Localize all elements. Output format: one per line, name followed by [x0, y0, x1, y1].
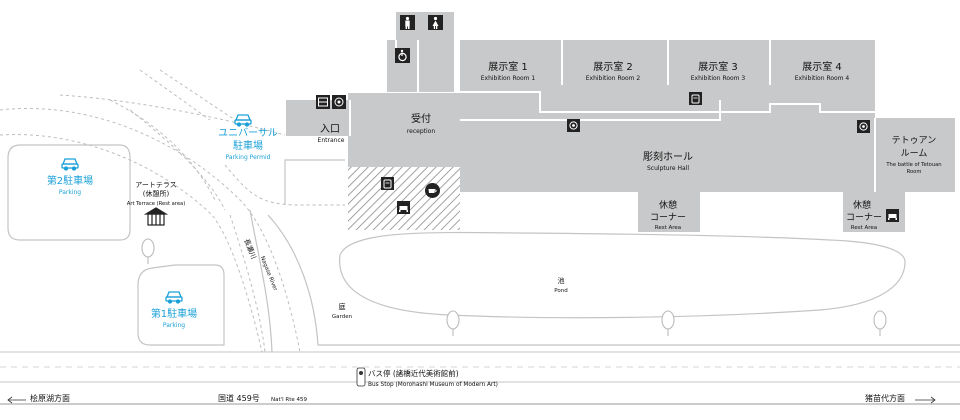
universal-parking[interactable]: ユニバーサル 駐車場 Parking Permid — [218, 127, 278, 161]
cafe-terrace-hatched — [348, 167, 460, 230]
sculpture-hall-en: Sculpture Hall — [647, 165, 689, 172]
path-to-entrance — [59, 94, 286, 136]
exhibition-room-2-ja: 展示室 2 — [593, 60, 633, 73]
parking-1-ja: 第1駐車場 — [151, 307, 197, 320]
arrow-left-icon — [7, 396, 26, 404]
rest-area-1-block — [638, 192, 700, 232]
art-terrace-en: Art Terrace (Rest area) — [127, 201, 185, 207]
bus-stop[interactable]: バス停 (諸橋近代美術館前) Bus Stop (Morohashi Museu… — [368, 368, 498, 388]
road-name-en: Nat'l Rte 459 — [271, 397, 308, 403]
tetouan-block — [875, 118, 955, 192]
rest-area-1-ja-2: コーナー — [650, 212, 686, 223]
exhibition-room-3-ja: 展示室 3 — [698, 60, 738, 73]
road-left-direction: 桧原湖方面 — [30, 393, 70, 403]
art-terrace-ja-1: アートテラス — [135, 181, 176, 189]
rest-area-1-ja-1: 休憩 — [659, 199, 677, 211]
sculpture-hall-ja: 彫刻ホール — [643, 150, 693, 163]
pond-ja: 池 — [558, 276, 565, 285]
garden-en: Garden — [332, 314, 353, 320]
reception-en: reception — [407, 128, 436, 135]
parking-2[interactable]: 第2駐車場 Parking — [47, 174, 93, 196]
audio-guide-icon — [332, 95, 346, 109]
exhibition-room-2-en: Exhibition Room 2 — [586, 75, 641, 82]
exhibition-room-4: 展示室 4 Exhibition Room 4 — [795, 60, 850, 82]
entrance-en: Entrance — [318, 137, 345, 144]
tetouan-en-1: The battle of Tetouan — [885, 162, 941, 168]
toilet-accessible-icon — [395, 48, 410, 63]
national-road — [0, 351, 960, 405]
car-icon — [165, 291, 183, 304]
rest-area-2-ja-1: 休憩 — [853, 199, 871, 211]
universal-parking-ja-2: 駐車場 — [233, 139, 263, 152]
garden-ja: 庭 — [339, 302, 346, 311]
tree-icon — [661, 310, 675, 336]
parking2-area — [7, 144, 131, 241]
tree-icon — [446, 310, 460, 336]
exhibition-room-1: 展示室 1 Exhibition Room 1 — [481, 60, 536, 82]
road-name-ja: 国道 459号 — [218, 393, 260, 403]
path-to-universal — [139, 69, 236, 121]
exhibition-room-3-en: Exhibition Room 3 — [691, 75, 746, 82]
parking-2-ja: 第2駐車場 — [47, 174, 93, 187]
sofa-icon — [397, 201, 410, 214]
tree-icon — [873, 310, 887, 336]
parking1-area — [137, 264, 225, 346]
tree-icon — [141, 238, 155, 264]
tetouan-ja-1: テトゥアン — [892, 135, 937, 146]
river-en: Nagase River — [259, 256, 279, 293]
parking-1[interactable]: 第1駐車場 Parking — [151, 307, 197, 329]
river-bank-left — [229, 214, 266, 353]
rest-area-2-ja-2: コーナー — [846, 212, 882, 223]
driveway-upper — [224, 164, 345, 206]
universal-parking-ja-1: ユニバーサル — [218, 127, 278, 139]
parking-1-en: Parking — [163, 322, 185, 329]
locker-icon — [316, 95, 330, 109]
reception-ja: 受付 — [411, 112, 431, 125]
cafe-icon — [425, 183, 440, 198]
rest-house-icon — [143, 207, 169, 226]
sofa-icon — [886, 209, 899, 222]
bus-stop-en: Bus Stop (Morohashi Museum of Modern Art… — [368, 382, 498, 388]
reception-hall — [348, 93, 460, 167]
pond-outline — [339, 231, 906, 319]
audio-guide-icon — [567, 119, 580, 132]
art-terrace-ja-2: (休憩所) — [143, 189, 170, 198]
tetouan-en-2: Room — [907, 169, 922, 175]
diag-path-1 — [129, 109, 226, 211]
rest-area-1-en: Rest Area — [655, 225, 681, 231]
road-right-direction: 猪苗代方面 — [865, 393, 905, 403]
restroom-block-a — [387, 40, 417, 92]
universal-parking-en: Parking Permid — [226, 154, 271, 161]
rest-area-2-en: Rest Area — [851, 225, 877, 231]
trees — [141, 238, 887, 336]
car-icon — [234, 114, 252, 127]
diag-path-2 — [109, 99, 216, 201]
exhibition-room-1-ja: 展示室 1 — [488, 60, 528, 73]
garden-boundary — [267, 159, 960, 346]
exhibition-room-4-ja: 展示室 4 — [802, 60, 842, 73]
curved-path-outer — [0, 107, 301, 353]
exhibition-room-3: 展示室 3 Exhibition Room 3 — [691, 60, 746, 82]
bus-stop-icon — [356, 367, 366, 387]
toilet-women-icon — [428, 15, 443, 30]
arrow-right-icon — [915, 396, 936, 404]
exhibition-room-4-en: Exhibition Room 4 — [795, 75, 850, 82]
curved-path-inner — [0, 134, 263, 353]
tetouan-ja-2: ルーム — [901, 148, 928, 159]
entrance-ja: 入口 — [320, 124, 340, 135]
river-line — [249, 209, 273, 353]
audio-guide-icon — [857, 120, 870, 133]
exhibition-room-2: 展示室 2 Exhibition Room 2 — [586, 60, 641, 82]
car-icon — [61, 158, 79, 171]
sculpture-hall-lower — [460, 167, 875, 192]
exhibition-room-1-en: Exhibition Room 1 — [481, 75, 536, 82]
roads — [0, 69, 345, 353]
parking-2-en: Parking — [59, 189, 81, 196]
phone-icon — [689, 92, 702, 105]
toilet-men-icon — [400, 15, 415, 30]
phone-icon — [381, 177, 394, 190]
bus-stop-ja: バス停 (諸橋近代美術館前) — [368, 368, 459, 378]
pond-en: Pond — [554, 288, 567, 294]
